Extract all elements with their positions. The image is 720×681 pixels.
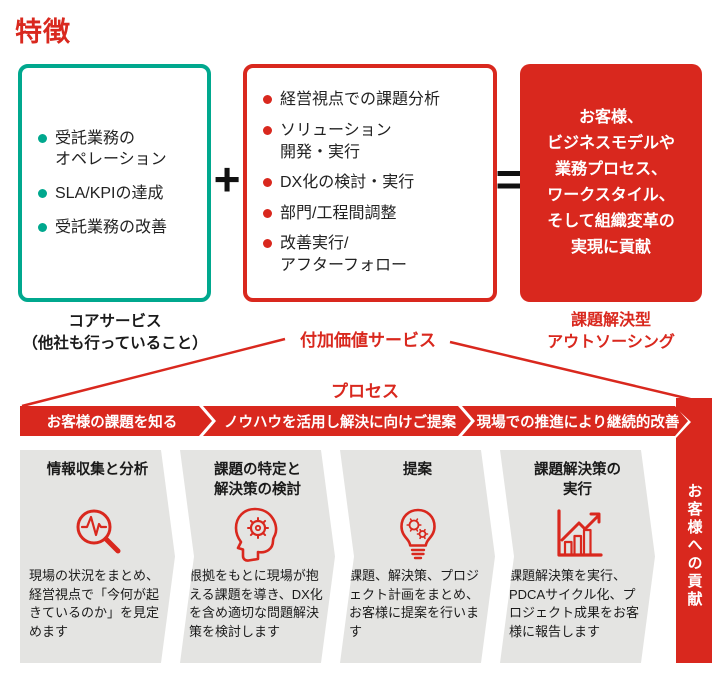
list-item: 受託業務の オペレーション: [38, 128, 207, 171]
list-item: 改善実行/ アフターフォロー: [263, 233, 493, 276]
phase-body: 現場の状況をまとめ、経営視点で「今何が起きているのか」を見定めます: [29, 568, 160, 640]
process-step-1: お客様の課題を知る: [20, 406, 212, 436]
bullet-dot: [263, 208, 272, 218]
equals-sign: =: [495, 153, 523, 205]
value-bullet-text: 経営視点での課題分析: [280, 91, 441, 109]
bullet-dot: [263, 95, 272, 105]
result-box: お客様、 ビジネスモデルや 業務プロセス、 ワークスタイル、 そして組織変革の …: [520, 64, 702, 302]
bulb-gear-icon: [388, 503, 448, 565]
magnifier-pulse-icon: [68, 503, 128, 565]
value-bullet-text: 改善実行/ アフターフォロー: [280, 235, 408, 274]
value-bullet-text: DX化の検討・実行: [280, 174, 415, 192]
list-item: 部門/工程間調整: [263, 203, 493, 225]
phase-heading: 提案: [403, 462, 432, 478]
result-text: お客様、 ビジネスモデルや 業務プロセス、 ワークスタイル、 そして組織変革の …: [546, 109, 675, 256]
phase-panel-proposal: 提案 課題、解決策、プロジェクト計画をまとめ、お客様に提案を行います: [340, 450, 495, 663]
value-bullet-text: ソリューション 開発・実行: [280, 122, 392, 161]
plus-sign: +: [213, 153, 241, 205]
phase-heading: 課題解決策の 実行: [534, 462, 621, 498]
list-item: ソリューション 開発・実行: [263, 120, 493, 163]
bullet-dot: [38, 222, 47, 232]
phase-body: 課題解決策を実行、PDCAサイクル化、プロジェクト成果をお客様に報告します: [509, 568, 640, 640]
process-label: プロセス: [331, 382, 399, 401]
value-service-caption: 付加価値サービス: [300, 331, 436, 350]
core-bullet-text: 受託業務の オペレーション: [55, 129, 167, 169]
value-bullet-text: 部門/工程間調整: [280, 204, 397, 222]
head-gear-icon: [228, 503, 288, 565]
left-connector-line: [21, 337, 286, 408]
phase-panel-execution: 課題解決策の 実行 課題解決策を実行、PDCAサイクル化、プロジェクト成果をお客…: [500, 450, 655, 663]
process-step-label: お客様の課題を知る: [46, 414, 178, 431]
connector-lines: [21, 337, 695, 408]
customer-contribution-label: お客様への貢献: [685, 482, 703, 609]
phase-body: 課題、解決策、プロジェクト計画をまとめ、お客様に提案を行います: [349, 568, 480, 640]
core-bullet-text: 受託業務の改善: [55, 218, 168, 236]
page-title: 特徴: [15, 17, 71, 47]
chart-growth-icon: [548, 503, 608, 565]
list-item: 受託業務の改善: [38, 217, 207, 239]
bullet-dot: [263, 178, 272, 188]
bullet-dot: [263, 239, 272, 249]
list-item: SLA/KPIの達成: [38, 183, 207, 205]
core-bullet-text: SLA/KPIの達成: [55, 185, 164, 202]
phase-heading: 情報収集と分析: [46, 462, 149, 478]
process-step-label: ノウハウを活用し解決に向けご提案: [224, 414, 456, 431]
phase-panel-info-gathering: 情報収集と分析 現場の状況をまとめ、経営視点で「今何が起きているのか」を見定めま…: [20, 450, 175, 663]
phase-body: 根拠をもとに現場が抱える課題を導き、DX化を含め適切な問題解決策を検討します: [189, 568, 323, 640]
phase-heading: 課題の特定と 解決策の検討: [214, 462, 301, 498]
process-step-label: 現場での推進により継続的改善: [476, 414, 680, 431]
process-step-2: ノウハウを活用し解決に向けご提案: [203, 406, 471, 436]
list-item: DX化の検討・実行: [263, 172, 493, 194]
customer-contribution-band: お客様への貢献: [676, 398, 712, 663]
core-service-box: 受託業務の オペレーション SLA/KPIの達成 受託業務の改善: [18, 64, 211, 302]
list-item: 経営視点での課題分析: [263, 89, 493, 111]
process-step-3: 現場での推進により継続的改善: [462, 406, 688, 436]
core-service-caption: コアサービス （他社も行っていること）: [22, 313, 208, 352]
bullet-dot: [38, 133, 47, 143]
result-caption: 課題解決型 アウトソーシング: [547, 312, 675, 351]
right-connector-line: [449, 340, 695, 402]
bullet-dot: [263, 126, 272, 136]
phase-panel-problem-identification: 課題の特定と 解決策の検討 根拠をもとに現場が抱える課題を導き、DX化を含め適切…: [180, 450, 335, 663]
value-service-box: 経営視点での課題分析 ソリューション 開発・実行 DX化の検討・実行 部門/工程…: [243, 64, 497, 302]
bullet-dot: [38, 189, 47, 198]
